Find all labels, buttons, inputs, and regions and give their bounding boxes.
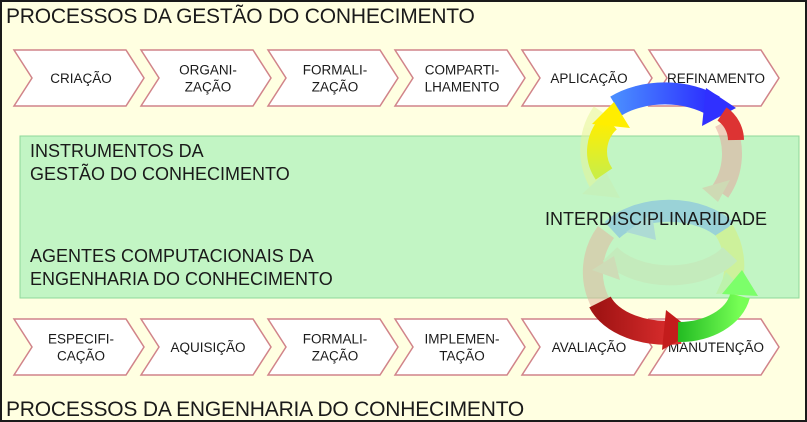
top-step-3: FORMALI- ZAÇÃO: [266, 49, 399, 107]
dark-red-arrowhead: [662, 310, 694, 350]
bottom-step-3: FORMALI- ZAÇÃO: [266, 318, 399, 376]
top-step-label: ZAÇÃO: [185, 80, 232, 95]
top-step-label: REFINAMENTO: [667, 71, 765, 86]
top-step-label: LHAMENTO: [425, 80, 500, 95]
faded-arc-center-upper: [604, 199, 734, 239]
green-arc: [677, 292, 750, 343]
top-step-4: COMPARTI- LHAMENTO: [393, 49, 526, 107]
bottom-step-label: CAÇÃO: [57, 349, 105, 364]
bottom-step-chevron: [393, 318, 526, 376]
green-arrowhead: [722, 270, 758, 296]
top-step-1: CRIAÇÃO: [12, 49, 145, 107]
blue-arc: [610, 82, 720, 116]
bottom-step-label: AVALIAÇÃO: [552, 340, 627, 355]
yellow-arc: [587, 114, 618, 180]
faded-arc-left-lower: [582, 226, 615, 307]
faded-arrowhead-center: [626, 214, 656, 240]
bottom-step-4: IMPLEMEN- TAÇÃO: [393, 318, 526, 376]
agents-label-line2: ENGENHARIA DO CONHECIMENTO: [30, 269, 333, 289]
top-step-chevron: [393, 49, 526, 107]
top-step-label: CRIAÇÃO: [50, 71, 112, 86]
cycle-upper: [587, 82, 744, 180]
bottom-step-chevron: [12, 318, 145, 376]
top-step-label: ORGANI-: [179, 63, 237, 78]
faded-arrowhead-right: [702, 180, 730, 202]
agents-label-line1: AGENTES COMPUTACIONAIS DA: [30, 246, 314, 266]
instruments-label-line2: GESTÃO DO CONHECIMENTO: [30, 164, 290, 184]
top-step-2: ORGANI- ZAÇÃO: [139, 49, 272, 107]
bottom-step-2: AQUISIÇÃO: [139, 318, 272, 376]
red-arc: [717, 107, 744, 141]
bottom-step-chevron: [266, 318, 399, 376]
top-step-label: ZAÇÃO: [312, 80, 359, 95]
bottom-step-chevron: [139, 318, 272, 376]
top-step-label: APLICAÇÃO: [550, 71, 627, 86]
bottom-step-label: AQUISIÇÃO: [170, 340, 245, 355]
faded-arrowhead-left: [582, 172, 620, 198]
interdisciplinarity-label: INTERDISCIPLINARIDADE: [545, 209, 768, 229]
faded-arrowhead-lower-left: [592, 256, 620, 280]
yellow-arrowhead: [592, 102, 630, 128]
cycle-ring-faded: [580, 106, 746, 307]
top-step-label: FORMALI-: [303, 63, 368, 78]
instruments-label: INSTRUMENTOS DA GESTÃO DO CONHECIMENTO: [30, 140, 290, 186]
cycle-lower: [589, 270, 758, 350]
instruments-label-line1: INSTRUMENTOS DA: [30, 141, 204, 161]
top-step-chevron: [12, 49, 145, 107]
bottom-step-1: ESPECIFI- CAÇÃO: [12, 318, 145, 376]
top-step-label: COMPARTI-: [425, 63, 500, 78]
faded-arc-center-lower: [602, 246, 738, 286]
bottom-step-label: ZAÇÃO: [312, 349, 359, 364]
bottom-step-label: IMPLEMEN-: [424, 332, 499, 347]
bottom-step-label: TAÇÃO: [439, 349, 485, 364]
top-step-chevron: [139, 49, 272, 107]
bottom-step-label: FORMALI-: [303, 332, 368, 347]
top-process-heading: PROCESSOS DA GESTÃO DO CONHECIMENTO: [6, 5, 475, 28]
blue-arrowhead: [702, 88, 736, 126]
agents-label: AGENTES COMPUTACIONAIS DA ENGENHARIA DO …: [30, 245, 333, 291]
bottom-step-label: ESPECIFI-: [48, 332, 114, 347]
top-step-chevron: [266, 49, 399, 107]
bottom-step-label: MANUTENÇÃO: [668, 340, 764, 355]
bottom-process-heading: PROCESSOS DA ENGENHARIA DO CONHECIMENTO: [6, 398, 525, 421]
